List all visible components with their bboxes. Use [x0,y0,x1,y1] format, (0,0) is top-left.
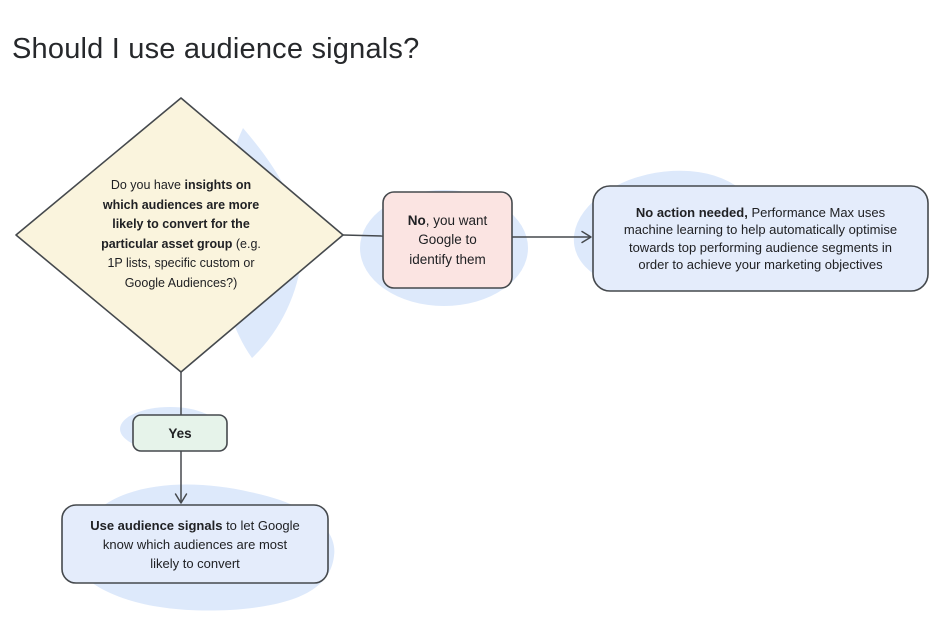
no-action-box-shape [592,185,929,292]
arrowhead-down-icon [174,493,188,504]
decision-diamond-shape [15,97,344,373]
page-title: Should I use audience signals? [12,33,420,66]
arrowhead-right-icon [581,230,592,244]
no-box-shape [382,191,513,289]
use-signals-box-shape [61,504,329,584]
connector-diamond-to-no [342,234,384,237]
yes-box-shape [132,414,228,452]
